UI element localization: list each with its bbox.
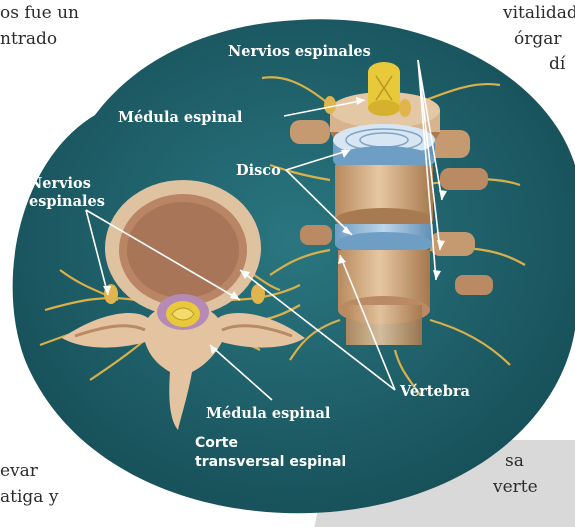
diagram-background xyxy=(13,19,575,513)
label-medula-espinal-bottom: Médula espinal xyxy=(206,405,331,422)
label-nervios-left-1: Nervios xyxy=(29,175,91,192)
caption-corte-1: Corte xyxy=(195,435,238,451)
label-nervios-left-2: espinales xyxy=(29,193,105,210)
label-nervios-espinales-top: Nervios espinales xyxy=(228,43,371,60)
label-vertebra: Vértebra xyxy=(399,383,470,400)
label-medula-espinal-top: Médula espinal xyxy=(118,109,243,126)
label-disco: Disco xyxy=(236,162,281,179)
caption-corte-2: transversal espinal xyxy=(195,454,346,470)
